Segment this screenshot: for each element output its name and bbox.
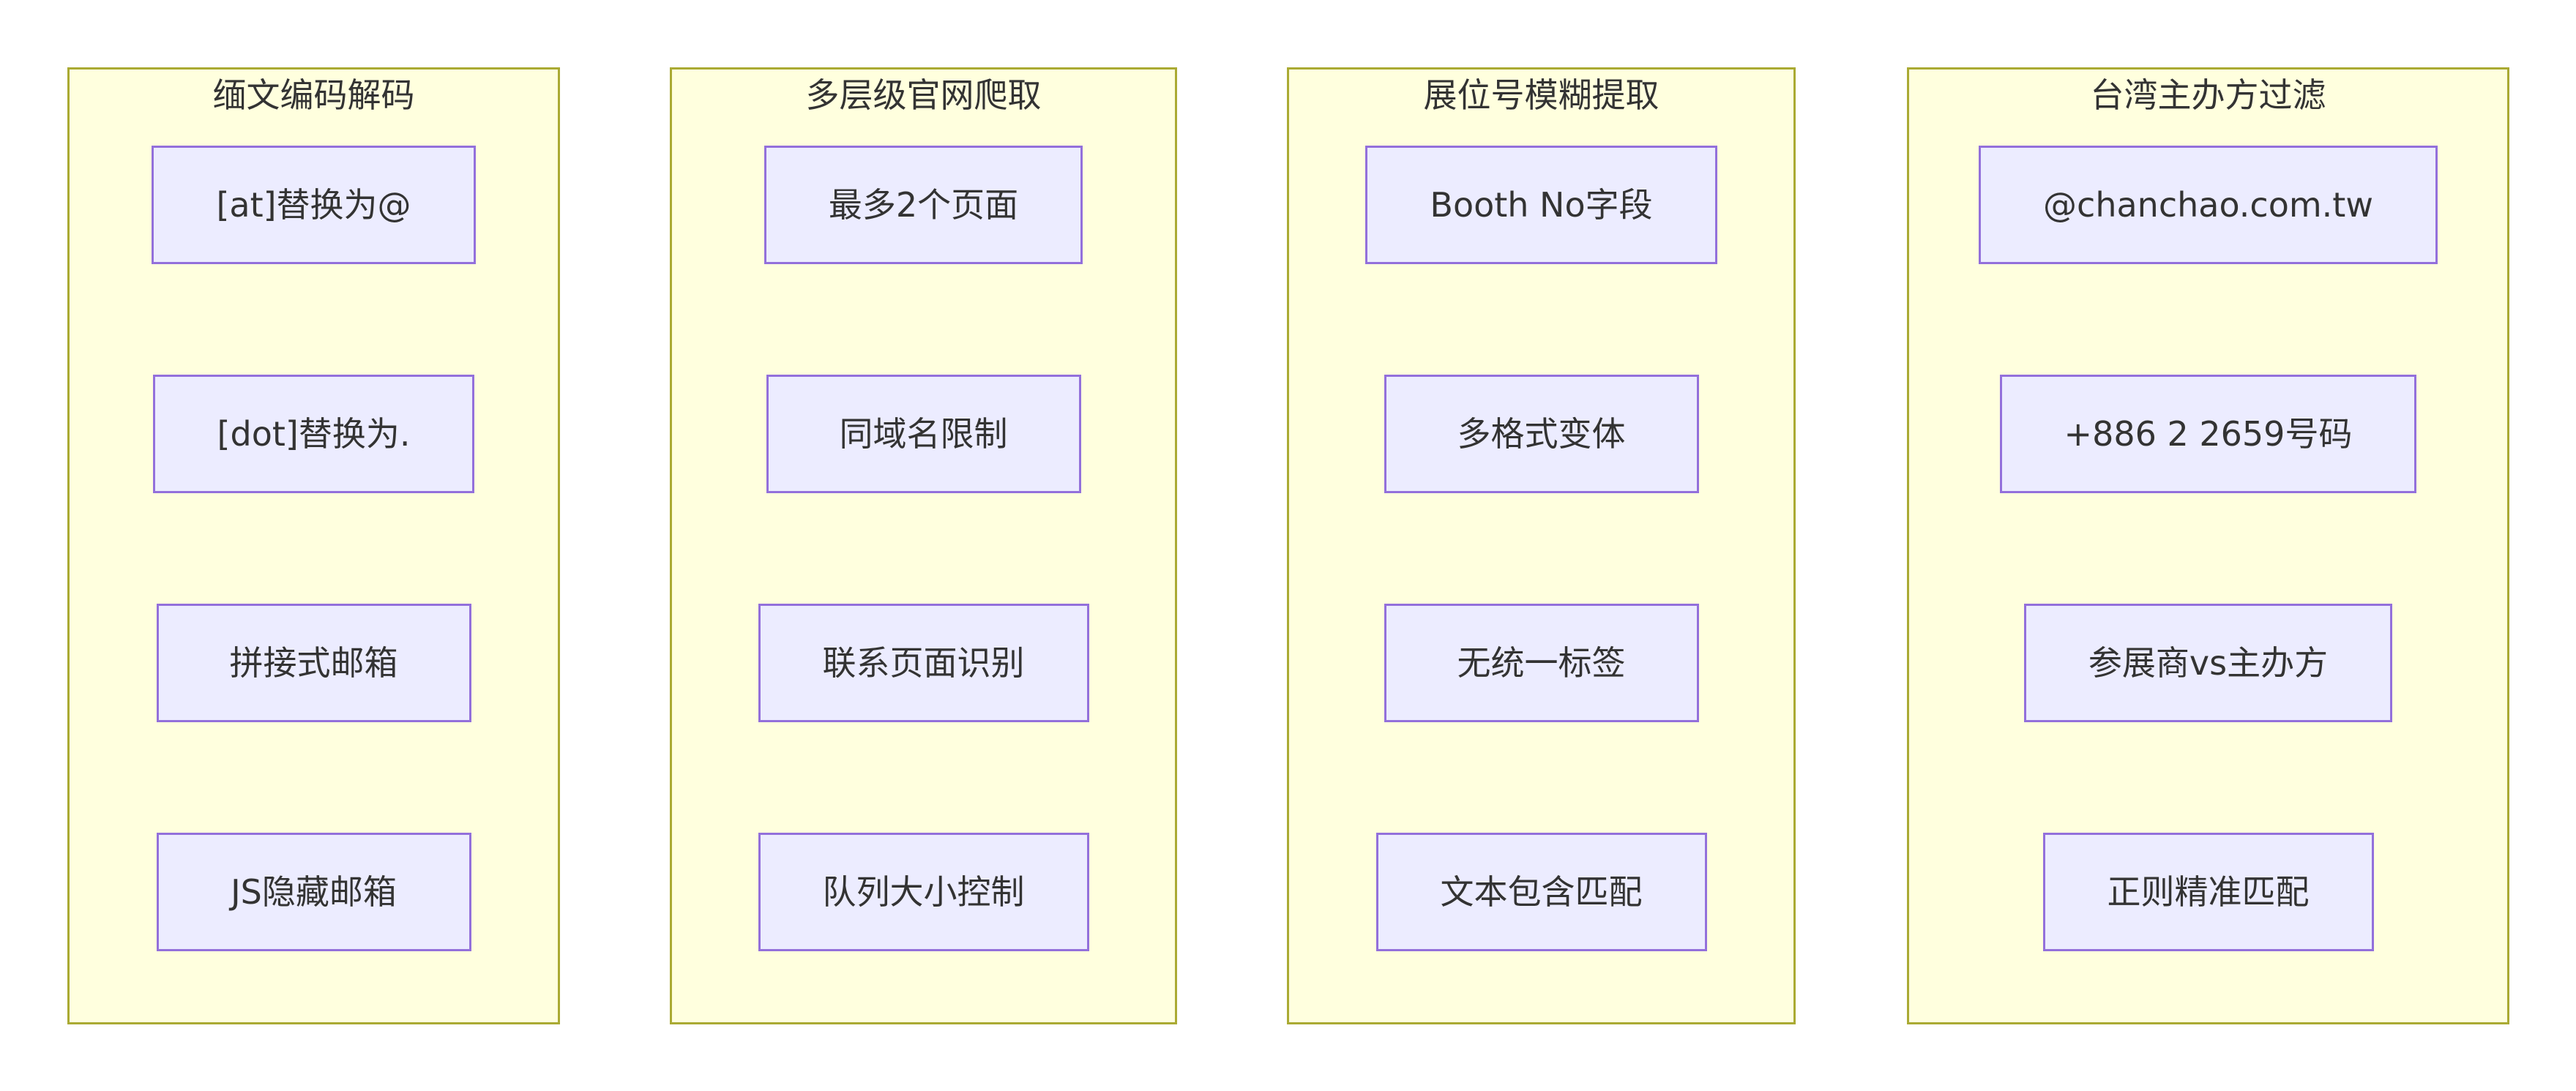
subgraph-title: 缅文编码解码 xyxy=(212,75,415,115)
diagram-node: 联系页面识别 xyxy=(758,604,1089,722)
diagram-node: JS隐藏邮箱 xyxy=(156,833,471,951)
subgraph-burmese-decode: 缅文编码解码 [at]替换为@ [dot]替换为. 拼接式邮箱 JS隐藏邮箱 xyxy=(67,67,560,1024)
subgraph-title: 多层级官网爬取 xyxy=(805,75,1042,115)
subgraph-booth-extract: 展位号模糊提取 Booth No字段 多格式变体 无统一标签 文本包含匹配 xyxy=(1287,67,1796,1024)
subgraph-multilevel-crawl: 多层级官网爬取 最多2个页面 同域名限制 联系页面识别 队列大小控制 xyxy=(670,67,1177,1024)
diagram-node: 正则精准匹配 xyxy=(2042,833,2374,951)
diagram-node: 队列大小控制 xyxy=(758,833,1089,951)
diagram-node: 同域名限制 xyxy=(766,375,1081,493)
diagram-node: 无统一标签 xyxy=(1384,604,1699,722)
diagram-node: @chanchao.com.tw xyxy=(1979,146,2438,264)
diagram-node: Booth No字段 xyxy=(1365,146,1717,264)
diagram-node: [dot]替换为. xyxy=(152,375,475,493)
diagram-node: 多格式变体 xyxy=(1384,375,1699,493)
diagram-node: 拼接式邮箱 xyxy=(156,604,471,722)
diagram-node: 文本包含匹配 xyxy=(1375,833,1707,951)
diagram-node: [at]替换为@ xyxy=(152,146,476,264)
subgraph-title: 展位号模糊提取 xyxy=(1423,75,1660,115)
subgraph-taiwan-organizer-filter: 台湾主办方过滤 @chanchao.com.tw +886 2 2659号码 参… xyxy=(1907,67,2509,1024)
diagram-node: +886 2 2659号码 xyxy=(1999,375,2417,493)
diagram-node: 参展商vs主办方 xyxy=(2023,604,2393,722)
subgraph-title: 台湾主办方过滤 xyxy=(2090,75,2326,115)
diagram-node: 最多2个页面 xyxy=(764,146,1083,264)
